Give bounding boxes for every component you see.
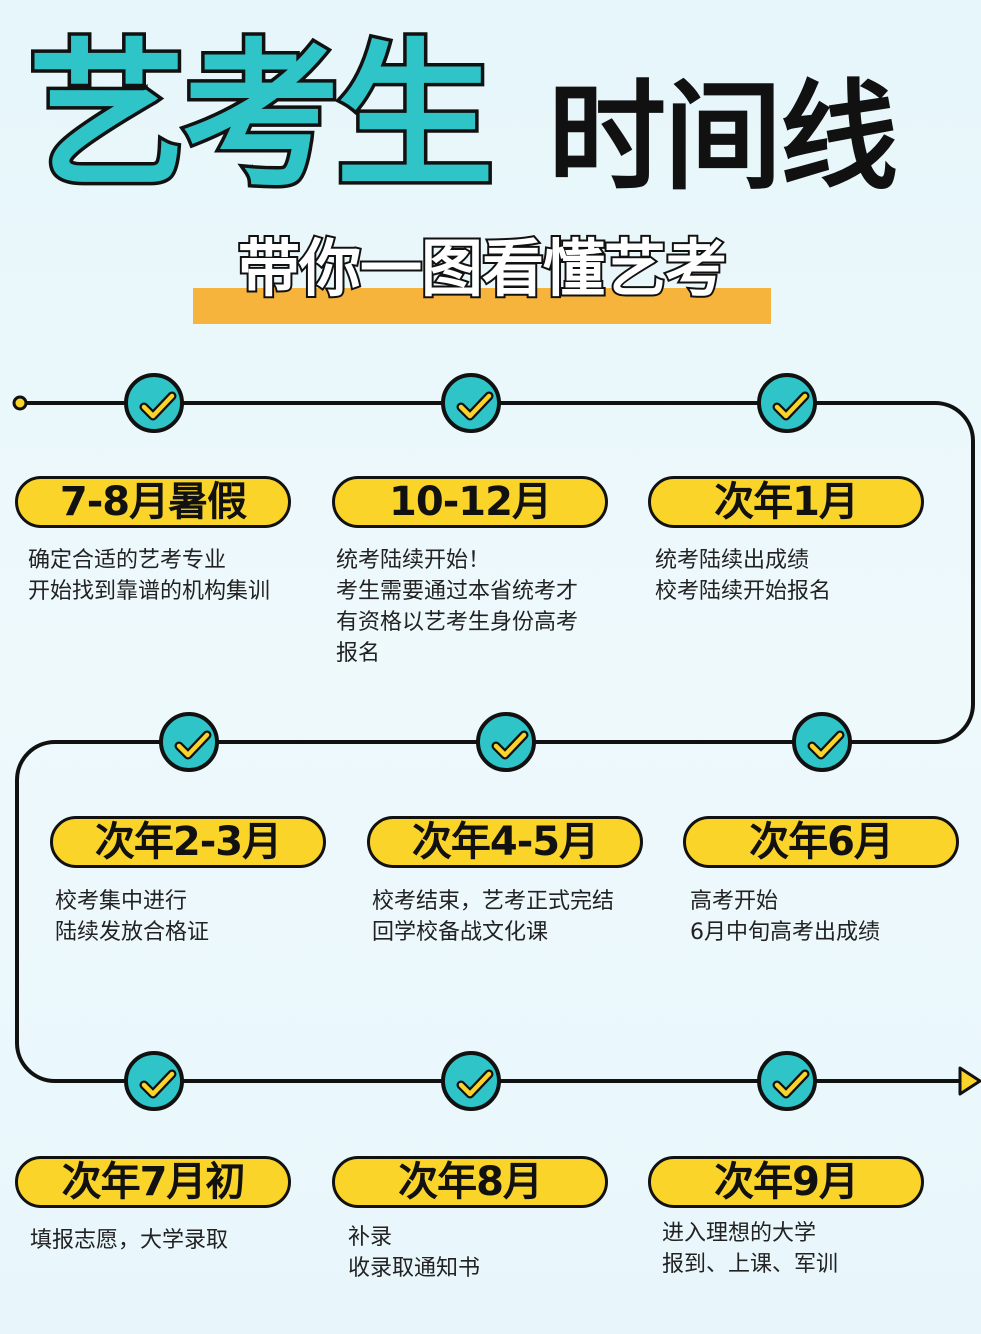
timeline-date-label: 次年2-3月 xyxy=(50,816,326,868)
timeline-description-line: 陆续发放合格证 xyxy=(55,920,210,945)
timeline-date-label: 次年9月 xyxy=(648,1156,924,1208)
timeline-description: 统考陆续出成绩校考陆续开始报名 xyxy=(655,545,955,607)
subtitle: 带你一图看懂艺考 xyxy=(236,232,729,305)
check-icon xyxy=(757,373,817,433)
timeline-description-line: 高考开始 xyxy=(690,889,779,914)
timeline-description-line: 有资格以艺考生身份高考 xyxy=(336,610,579,635)
timeline-description-line: 确定合适的艺考专业 xyxy=(28,548,227,573)
timeline-date-label: 10-12月 xyxy=(332,476,608,528)
timeline-description: 校考结束，艺考正式完结回学校备战文化课 xyxy=(372,886,672,948)
timeline-start-dot xyxy=(12,395,28,411)
timeline-date-label: 次年7月初 xyxy=(15,1156,291,1208)
check-icon xyxy=(124,1051,184,1111)
timeline-date-label: 次年6月 xyxy=(683,816,959,868)
timeline-description-line: 校考结束，艺考正式完结 xyxy=(372,889,615,914)
timeline-description: 校考集中进行陆续发放合格证 xyxy=(55,886,355,948)
timeline-description-line: 开始找到靠谱的机构集训 xyxy=(28,579,271,604)
timeline-description-line: 进入理想的大学 xyxy=(662,1221,817,1246)
timeline-description-line: 补录 xyxy=(348,1225,393,1250)
timeline-description-line: 填报志愿，大学录取 xyxy=(30,1228,229,1253)
timeline-date-label: 次年1月 xyxy=(648,476,924,528)
timeline-date-label: 次年8月 xyxy=(332,1156,608,1208)
timeline-description: 统考陆续开始！ 考生需要通过本省统考才有资格以艺考生身份高考报名 xyxy=(336,545,636,669)
timeline-description: 补录收录取通知书 xyxy=(348,1222,648,1284)
timeline-date-label: 次年4-5月 xyxy=(367,816,643,868)
timeline-description-line: 考生需要通过本省统考才 xyxy=(336,579,579,604)
check-icon xyxy=(441,373,501,433)
title-sub: 时间线 xyxy=(548,68,898,206)
timeline-description-line: 校考集中进行 xyxy=(55,889,188,914)
timeline-description-line: 校考陆续开始报名 xyxy=(655,579,832,604)
timeline-description-line: 报到、上课、军训 xyxy=(662,1252,839,1277)
check-icon xyxy=(159,712,219,772)
check-icon xyxy=(476,712,536,772)
timeline-description: 高考开始 6月中旬高考出成绩 xyxy=(690,886,981,948)
timeline-description-line: 统考陆续出成绩 xyxy=(655,548,810,573)
title-main: 艺考生 xyxy=(25,25,498,209)
subtitle-highlight-bar xyxy=(193,288,771,324)
timeline-description: 进入理想的大学报到、上课、军训 xyxy=(662,1218,962,1280)
timeline-description: 填报志愿，大学录取 xyxy=(30,1225,330,1256)
title-banner: 艺考生 时间线 xyxy=(0,20,981,220)
check-icon xyxy=(792,712,852,772)
timeline-description-line: 回学校备战文化课 xyxy=(372,920,549,945)
check-icon xyxy=(441,1051,501,1111)
timeline-date-label: 7-8月暑假 xyxy=(15,476,291,528)
timeline-description-line: 6月中旬高考出成绩 xyxy=(690,920,880,945)
timeline-description-line: 报名 xyxy=(336,641,381,666)
timeline-description: 确定合适的艺考专业开始找到靠谱的机构集训 xyxy=(28,545,328,607)
timeline-end-arrow xyxy=(958,1066,981,1096)
timeline-description-line: 收录取通知书 xyxy=(348,1256,481,1281)
check-icon xyxy=(124,373,184,433)
check-icon xyxy=(757,1051,817,1111)
timeline-description-line: 统考陆续开始！ xyxy=(336,548,491,573)
